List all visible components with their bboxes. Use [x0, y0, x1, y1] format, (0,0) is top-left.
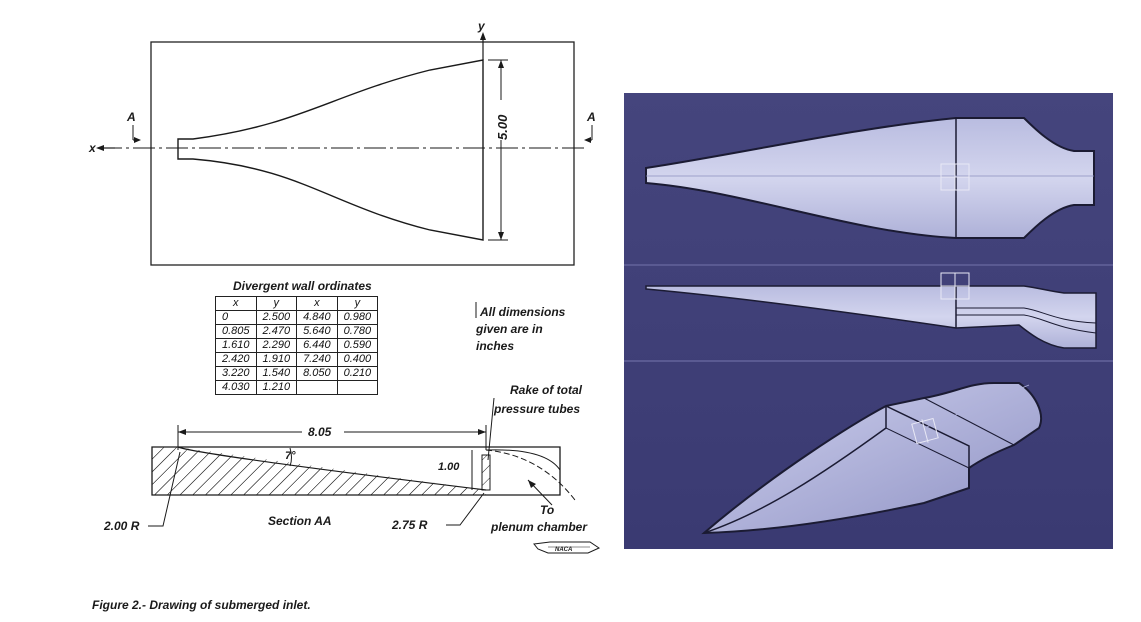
- x-axis-label: x: [88, 141, 97, 155]
- table-row: 2.420 1.910 7.240 0.400: [215, 352, 379, 367]
- table-header-row: x y x y: [215, 296, 379, 311]
- left-radius: 2.00 R: [103, 519, 140, 533]
- left-radius-leader: [148, 451, 181, 527]
- right-radius-leader: [446, 492, 485, 526]
- table-cell: 0.780: [336, 324, 379, 339]
- ordinates-table: x y x y 0 2.500 4.840 0.980 0.805 2.470 …: [215, 296, 379, 395]
- table-cell: 2.420: [215, 352, 257, 367]
- table-row: 3.220 1.540 8.050 0.210: [215, 366, 379, 381]
- plenum-label-line-2: plenum chamber: [490, 520, 588, 534]
- table-cell: 1.210: [255, 380, 298, 395]
- note-line-2: given are in: [475, 322, 543, 336]
- section-caption: Section AA: [268, 514, 332, 528]
- table-cell: 5.640: [296, 324, 338, 339]
- table-header: x: [296, 296, 338, 311]
- length-dimension: 8.05: [308, 425, 332, 439]
- table-cell: 0: [215, 310, 257, 325]
- table-row: 1.610 2.290 6.440 0.590: [215, 338, 379, 353]
- table-cell: 1.610: [215, 338, 257, 353]
- table-header: x: [215, 296, 257, 311]
- table-cell: 0.210: [336, 366, 379, 381]
- note-line-1: All dimensions: [479, 305, 566, 319]
- table-cell: 4.840: [296, 310, 338, 325]
- plan-view: x y A A 5.00: [88, 19, 596, 266]
- rake-label-line-1: Rake of total: [510, 383, 583, 397]
- table-cell: 0.805: [215, 324, 257, 339]
- table-cell: 0.980: [336, 310, 379, 325]
- width-dimension: 5.00: [495, 114, 510, 140]
- table-cell: 2.290: [255, 338, 298, 353]
- table-cell: 6.440: [296, 338, 338, 353]
- table-cell: [296, 380, 338, 395]
- plan-frame: [150, 41, 575, 266]
- dimension-notes: All dimensions given are in inches: [475, 302, 566, 353]
- ordinates-title: Divergent wall ordinates: [233, 279, 372, 293]
- table-cell: 4.030: [215, 380, 257, 395]
- table-header: y: [255, 296, 298, 311]
- cad-iso-view: [701, 382, 1042, 535]
- table-cell: 1.910: [255, 352, 298, 367]
- table-row: 0 2.500 4.840 0.980: [215, 310, 379, 325]
- table-cell: 0.590: [336, 338, 379, 353]
- naca-logo-text: NACA: [555, 547, 572, 553]
- right-radius: 2.75 R: [391, 518, 428, 532]
- plenum-duct: [485, 449, 576, 501]
- table-cell: [336, 380, 379, 395]
- cad-side-view: [645, 272, 1097, 349]
- table-cell: 8.050: [296, 366, 338, 381]
- note-line-3: inches: [476, 339, 514, 353]
- lip-curve: [485, 449, 561, 471]
- rake-label-line-2: pressure tubes: [493, 402, 580, 416]
- cad-render-panel: [624, 93, 1113, 549]
- plenum-label-line-1: To: [540, 503, 554, 517]
- depth-dimension: 1.00: [438, 461, 460, 473]
- table-cell: 3.220: [215, 366, 257, 381]
- table-cell: 1.540: [255, 366, 298, 381]
- table-cell: 2.500: [255, 310, 298, 325]
- section-hatch-lower: [152, 447, 486, 495]
- table-cell: 2.470: [255, 324, 298, 339]
- pressure-rake: [481, 454, 491, 491]
- table-row: 4.030 1.210: [215, 380, 379, 395]
- section-view: 8.05 7° 1.00 2.00 R 2.75 R Section AA Ra…: [103, 383, 601, 554]
- naca-logo: NACA: [533, 541, 601, 554]
- cad-render: [624, 93, 1113, 549]
- y-axis-label: y: [477, 19, 486, 33]
- table-cell: 7.240: [296, 352, 338, 367]
- table-row: 0.805 2.470 5.640 0.780: [215, 324, 379, 339]
- table-cell: 0.400: [336, 352, 379, 367]
- ramp-angle: 7°: [285, 450, 296, 462]
- section-marker-right: A: [586, 110, 596, 124]
- section-marker-left: A: [126, 110, 136, 124]
- figure-caption: Figure 2.- Drawing of submerged inlet.: [92, 598, 311, 612]
- inlet-outline: [177, 59, 484, 241]
- angle-arc: [289, 447, 292, 467]
- rake-leader: [487, 397, 495, 461]
- cad-top-view: [645, 117, 1095, 239]
- table-header: y: [336, 296, 379, 311]
